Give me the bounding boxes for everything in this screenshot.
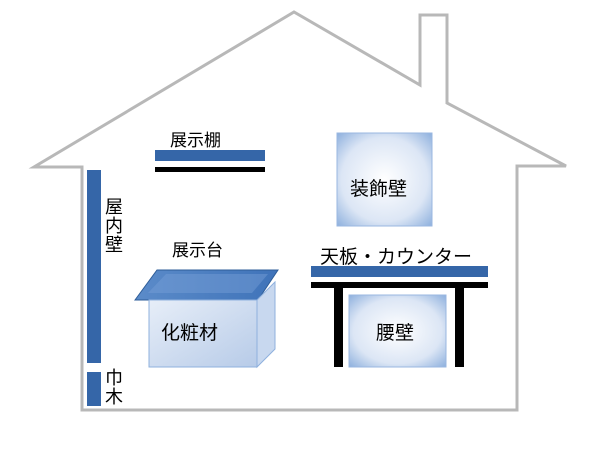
counter-top-support [311,282,488,288]
decorative-wall-panel [336,132,433,227]
house-outline [28,10,567,412]
counter-right-leg [455,288,464,367]
counter-top-board [311,266,488,277]
decorative-wall-label: 装飾壁 [350,178,408,200]
waist-wall-label: 腰壁 [376,322,415,344]
display-stand-top-inner [148,274,268,293]
counter-top-label: 天板・カウンター [320,246,473,268]
cosmetic-material-label: 化粧材 [161,322,219,344]
baseboard-label: 巾木 [102,368,123,406]
display-shelf-board [155,150,265,161]
display-shelf-label: 展示棚 [170,131,221,151]
display-shelf-support [155,167,265,172]
interior-wall-label: 屋内壁 [102,197,123,254]
display-stand-front [148,299,258,368]
counter-left-leg [334,288,343,367]
display-stand-side [256,280,276,369]
interior-wall-strip [87,170,101,363]
waist-wall-panel [348,294,447,368]
baseboard-strip [87,372,101,406]
display-stand-label: 展示台 [172,241,223,261]
